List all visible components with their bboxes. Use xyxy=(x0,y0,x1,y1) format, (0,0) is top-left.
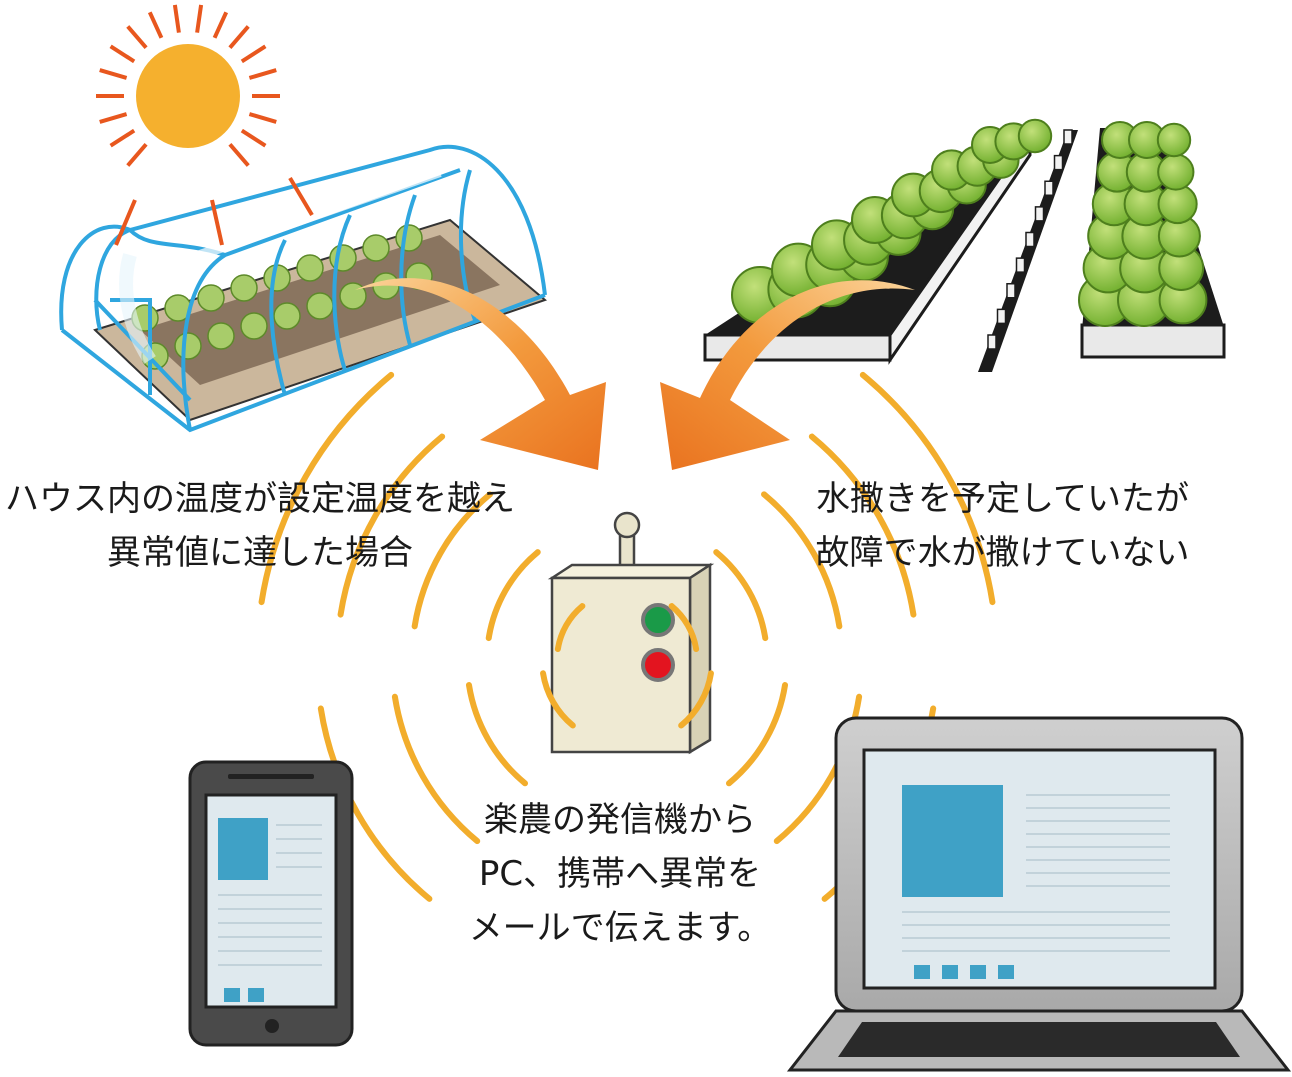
arrow-left-icon xyxy=(355,278,606,470)
laptop-icon xyxy=(786,716,1292,1072)
arrow-right-icon xyxy=(660,280,915,470)
notification-caption: 楽農の発信機から PC、携帯へ異常を メールで伝えます。 xyxy=(455,793,785,955)
led-green-icon xyxy=(641,603,675,637)
led-red-icon xyxy=(641,648,675,682)
caption-line: 故障で水が撒けていない xyxy=(815,533,1190,573)
smartphone-icon xyxy=(188,760,354,1047)
caption-line: 楽農の発信機から xyxy=(484,800,756,840)
caption-line: PC、携帯へ異常を xyxy=(478,854,762,894)
caption-line: メールで伝えます。 xyxy=(468,908,772,948)
sun-icon xyxy=(96,4,280,167)
caption-line: 水撒きを予定していたが xyxy=(816,479,1189,519)
greenhouse-alert-caption: ハウス内の温度が設定温度を越え 異常値に達した場合 xyxy=(0,472,520,580)
watering-alert-caption: 水撒きを予定していたが 故障で水が撒けていない xyxy=(800,472,1205,580)
caption-line: ハウス内の温度が設定温度を越え xyxy=(5,479,515,519)
transmitter-icon xyxy=(547,511,715,755)
greenhouse-icon xyxy=(59,144,548,433)
field-irrigation-icon xyxy=(703,118,1226,372)
caption-line: 異常値に達した場合 xyxy=(107,533,413,573)
